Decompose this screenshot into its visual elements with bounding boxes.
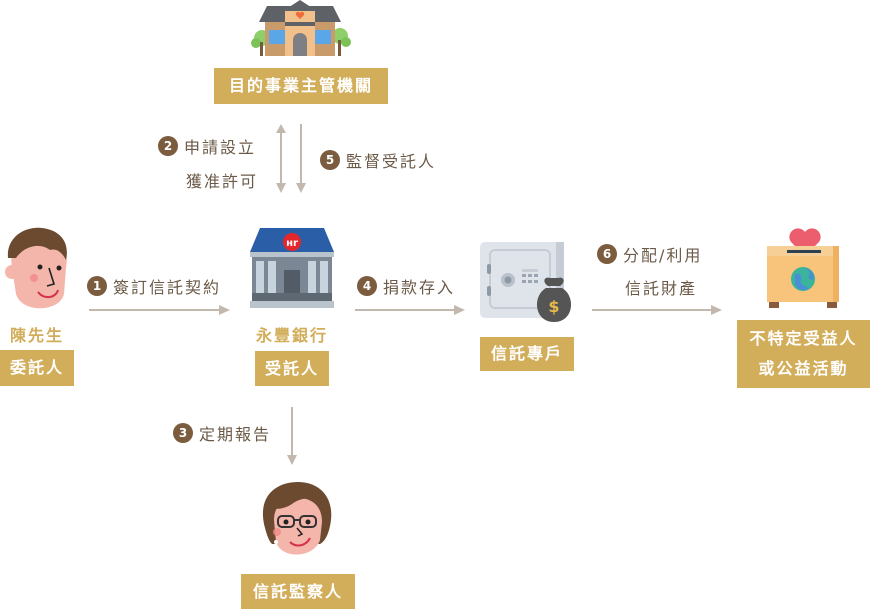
school-building-icon (251, 0, 351, 56)
step-6-badge: 6 (597, 244, 617, 264)
trustee-node: нr (250, 226, 334, 310)
woman-face-icon (262, 482, 332, 555)
arrow-settlor-to-trustee (89, 305, 230, 315)
step-4-badge: 4 (357, 276, 377, 296)
step-5-text: 監督受託人 (346, 152, 437, 171)
step-3-badge: 3 (173, 423, 193, 443)
step-3: 3 定期報告 (173, 421, 271, 445)
safe-moneybag-icon: $ (480, 242, 572, 322)
beneficiary-label-line2: 或公益活動 (758, 359, 849, 378)
step-5: 5 監督受託人 (320, 148, 436, 172)
man-face-icon (5, 227, 67, 309)
step-6: 6 分配/利用 (597, 242, 702, 266)
step-1: 1 簽訂信託契約 (87, 274, 221, 298)
step-5-badge: 5 (320, 150, 340, 170)
svg-text:нr: нr (286, 238, 298, 249)
step-1-text: 簽訂信託契約 (113, 278, 222, 297)
account-node: $ (480, 240, 576, 326)
arrow-trustee-to-supervisor (287, 407, 297, 465)
step-2-text-line2: 獲准許可 (186, 172, 259, 191)
step-2-text: 申請設立 (184, 138, 257, 157)
settlor-node (4, 224, 70, 314)
donation-box-icon (767, 228, 839, 308)
supervisor-label: 信託監察人 (241, 574, 355, 609)
step-4: 4 捐款存入 (357, 274, 455, 298)
arrow-account-to-beneficiary (592, 305, 722, 315)
step-3-text: 定期報告 (199, 425, 272, 444)
beneficiary-label-line1: 不特定受益人 (749, 329, 858, 348)
step-4-text: 捐款存入 (383, 278, 456, 297)
settlor-label: 委託人 (0, 350, 74, 386)
step-6-text-line2: 信託財產 (625, 279, 698, 298)
step-1-badge: 1 (87, 276, 107, 296)
beneficiary-node (765, 222, 843, 310)
settlor-name: 陳先生 (9, 326, 64, 345)
account-label: 信託專戶 (480, 337, 574, 371)
beneficiary-label: 不特定受益人 或公益活動 (737, 320, 870, 388)
trustee-name: 永豐銀行 (255, 326, 328, 345)
authority-label: 目的事業主管機關 (214, 68, 388, 104)
step-6-text: 分配/利用 (623, 246, 703, 265)
bank-building-icon: нr (250, 228, 334, 308)
step-2: 2 申請設立 (158, 134, 256, 158)
step-2-badge: 2 (158, 136, 178, 156)
arrow-trustee-to-account (355, 305, 465, 315)
svg-text:$: $ (548, 297, 559, 316)
authority-node (245, 0, 355, 60)
arrow-supervise-trustee (296, 124, 306, 193)
trustee-label: 受託人 (255, 351, 329, 386)
supervisor-node (258, 480, 334, 562)
double-arrow-apply-approve (276, 124, 286, 193)
